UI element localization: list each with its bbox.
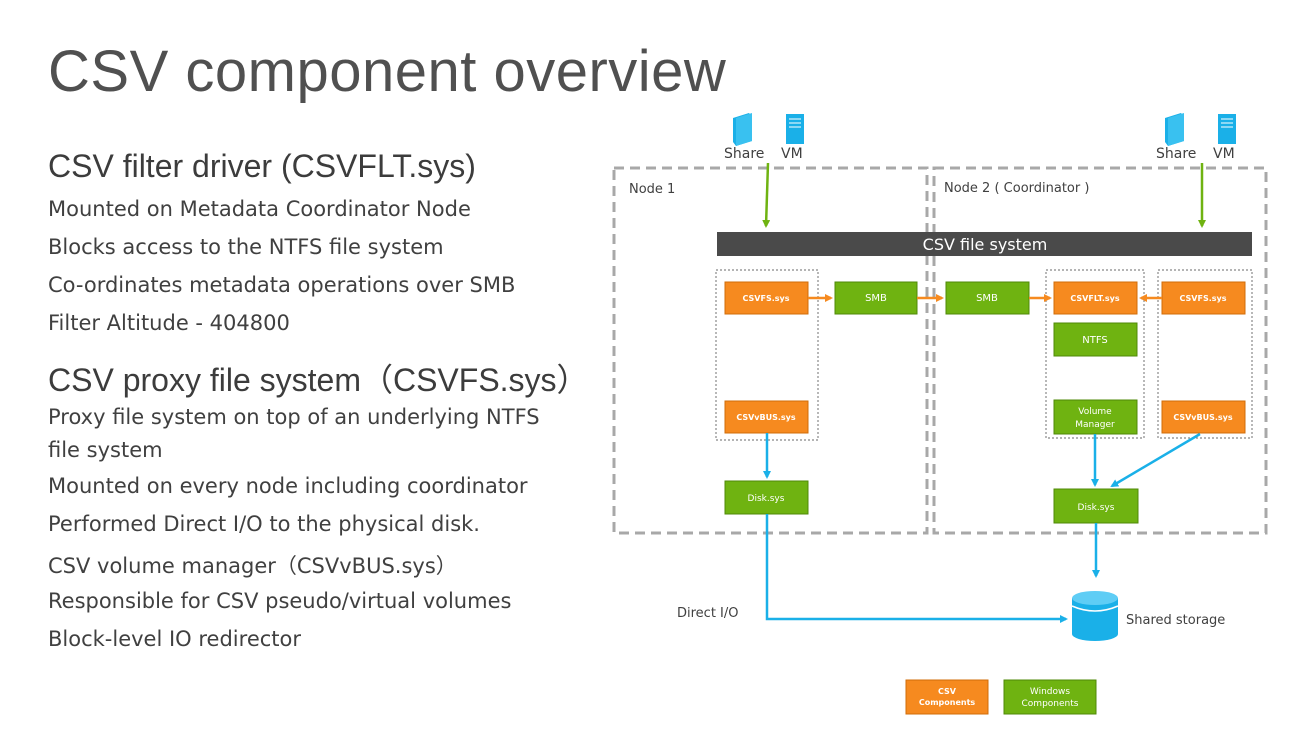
node1-csvvbus-box (724, 400, 809, 434)
share-folder-icon (1165, 113, 1184, 146)
node2-csvvbus-box (1161, 400, 1246, 434)
node2-volume-manager-box (1053, 399, 1138, 435)
node1-smb-box (834, 281, 918, 315)
node1-label: Node 1 (629, 182, 675, 197)
legend-windows-components (1003, 679, 1097, 715)
bullet-line: Blocks access to the NTFS file system (48, 235, 444, 259)
database-icon (1071, 591, 1119, 641)
node2-volume-manager-label-1: Volume (1078, 407, 1112, 417)
node1-csvfs-box (724, 281, 809, 315)
node2-ntfs-label: NTFS (1082, 335, 1108, 346)
node2-csv-stack-group (1157, 269, 1253, 439)
node1-csvfs-label: CSVFS.sys (743, 294, 790, 303)
node1-disk-box (724, 480, 809, 515)
node1-disk-label: Disk.sys (748, 494, 785, 504)
node2-ntfs-box (1053, 322, 1138, 357)
section-heading-filter-driver: CSV filter driver (CSVFLT.sys) (48, 148, 476, 184)
bullet-line: Filter Altitude - 404800 (48, 311, 290, 335)
arrow-share-to-csvfs-node1 (762, 162, 771, 228)
node2-csvflt-label: CSVFLT.sys (1070, 294, 1119, 303)
vm-label: VM (1213, 146, 1235, 162)
share-label: Share (1156, 146, 1196, 162)
node2-disk-label: Disk.sys (1078, 503, 1115, 513)
shared-storage-label: Shared storage (1126, 613, 1225, 628)
node1-container (612, 166, 929, 535)
legend-windows-label-1: Windows (1030, 687, 1070, 697)
bullet-line: Mounted on every node including coordina… (48, 474, 528, 498)
legend-csv-label-1: CSV (938, 687, 957, 696)
node2-disk-box (1053, 488, 1139, 524)
csv-file-system-bar (717, 232, 1252, 256)
node2-filter-stack-group (1045, 269, 1145, 439)
node2-volume-manager-label-2: Manager (1075, 420, 1115, 430)
node2-csvvbus-label: CSVvBUS.sys (1173, 413, 1233, 422)
node2-csvfs-box (1161, 281, 1246, 315)
node1-smb-label: SMB (865, 293, 887, 304)
vm-server-icon (786, 114, 804, 144)
legend-csv-label-2: Components (919, 698, 976, 707)
bullet-line: Responsible for CSV pseudo/virtual volum… (48, 589, 512, 613)
vm-server-icon (1218, 114, 1236, 144)
node2-label: Node 2 ( Coordinator ) (944, 181, 1089, 196)
bullet-line: Proxy file system on top of an underlyin… (48, 405, 540, 462)
vm-label: VM (781, 146, 803, 162)
share-folder-icon (733, 113, 752, 146)
legend-windows-label-2: Components (1022, 699, 1079, 709)
node2-container (932, 166, 1268, 535)
slide-title: CSV component overview (48, 39, 727, 104)
section-heading-proxy-fs: CSV proxy file system（CSVFS.sys） (48, 362, 589, 398)
legend-csv-components (905, 679, 989, 715)
bullet-line: Mounted on Metadata Coordinator Node (48, 197, 471, 221)
node1-csvvbus-label: CSVvBUS.sys (736, 413, 796, 422)
csv-file-system-label: CSV file system (923, 235, 1048, 254)
node2-csvflt-box (1053, 281, 1138, 315)
bullet-line: CSV volume manager（CSVvBUS.sys） (48, 554, 457, 578)
bullet-line: Block-level IO redirector (48, 627, 301, 651)
node2-smb-label: SMB (976, 293, 998, 304)
arrow-direct-io (765, 514, 1068, 623)
direct-io-label: Direct I/O (677, 606, 739, 621)
bullet-line: Performed Direct I/O to the physical dis… (48, 512, 480, 536)
bullet-line: Co-ordinates metadata operations over SM… (48, 273, 516, 297)
node2-smb-box (945, 281, 1030, 315)
node2-csvfs-label: CSVFS.sys (1180, 294, 1227, 303)
arrow-csvvbus-to-disk-node2 (1110, 432, 1201, 488)
share-label: Share (724, 146, 764, 162)
